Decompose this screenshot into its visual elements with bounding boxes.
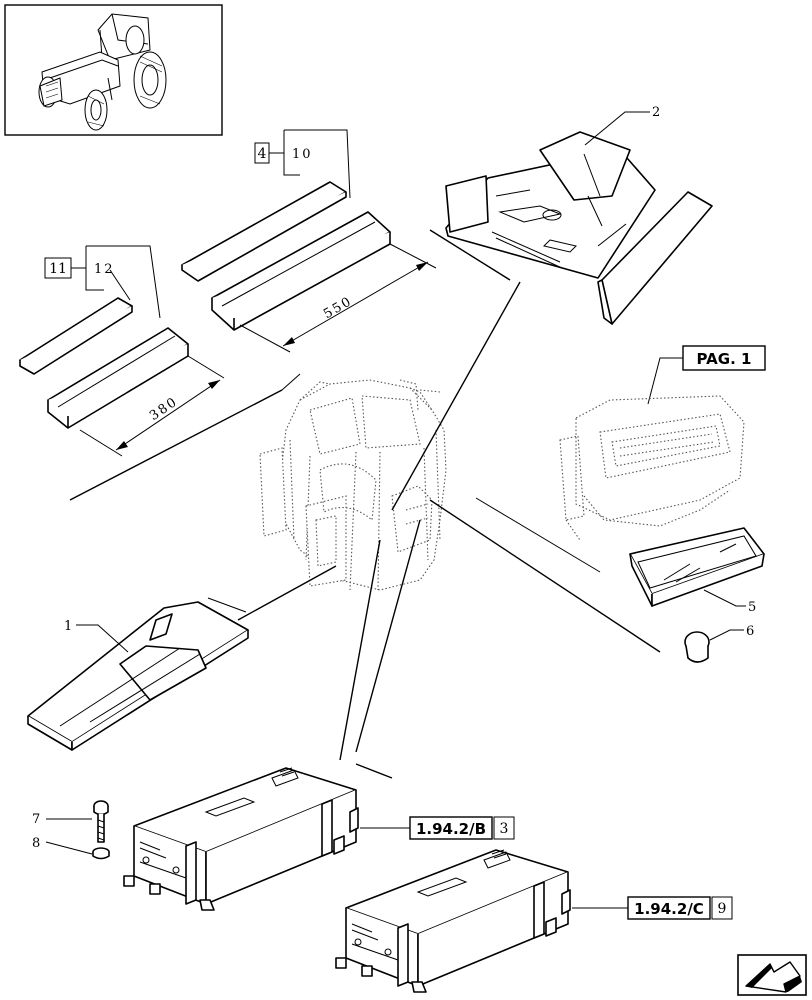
kit-top-part-number[interactable]: 10 [292,147,313,162]
ref-c-box: 9 [718,901,727,917]
next-page-arrow-icon[interactable] [737,954,807,996]
callout-2[interactable]: 2 [652,105,660,120]
kit-left-box-number: 11 [49,261,67,277]
leader-6 [709,629,744,641]
seal-block-10[interactable] [211,211,391,331]
leader-5 [703,589,746,607]
floor-cover-part[interactable] [27,601,249,751]
reference-1-94-2-c[interactable]: 1.94.2/C 9 [572,896,733,920]
ref-b-label: 1.94.2/B [416,820,486,838]
dimension-380-label: 380 [147,394,181,424]
callout-1[interactable]: 1 [64,619,72,634]
pag-1-reference[interactable]: PAG. 1 [647,345,766,405]
ac-unit-c[interactable] [335,849,571,993]
cab-frame [259,379,447,591]
kit-top-callout: 4 10 [254,129,351,199]
screw-part[interactable] [93,800,109,843]
plug-part[interactable] [684,631,710,663]
leader-1 [76,624,129,653]
callout-6[interactable]: 6 [746,624,754,639]
callout-5[interactable]: 5 [748,600,756,615]
seal-strip-10[interactable] [181,181,347,282]
seal-block-12[interactable] [47,327,189,429]
ref-c-label: 1.94.2/C [634,900,704,918]
ref-b-box: 3 [500,821,509,837]
lamp-lens-part[interactable] [629,527,765,607]
kit-left-part-number[interactable]: 12 [94,262,115,277]
kit-top-box-number: 4 [258,146,267,162]
leader-2 [584,111,650,146]
callout-7[interactable]: 7 [32,812,40,827]
kit-left-callout: 11 12 [44,245,161,319]
reference-1-94-2-b[interactable]: 1.94.2/B 3 [360,816,515,840]
tractor-thumbnail[interactable] [4,4,223,136]
dimension-550-label: 550 [321,294,355,322]
roof-vent-panel [559,395,745,541]
leader-8 [45,841,93,855]
ac-unit-b[interactable] [123,767,359,911]
callout-8[interactable]: 8 [32,836,40,851]
leader-lines [69,229,661,779]
washer-part[interactable] [92,847,110,860]
seal-strip-12[interactable] [19,297,133,375]
pag-1-label: PAG. 1 [697,350,752,368]
floor-mat-part[interactable] [445,131,713,325]
